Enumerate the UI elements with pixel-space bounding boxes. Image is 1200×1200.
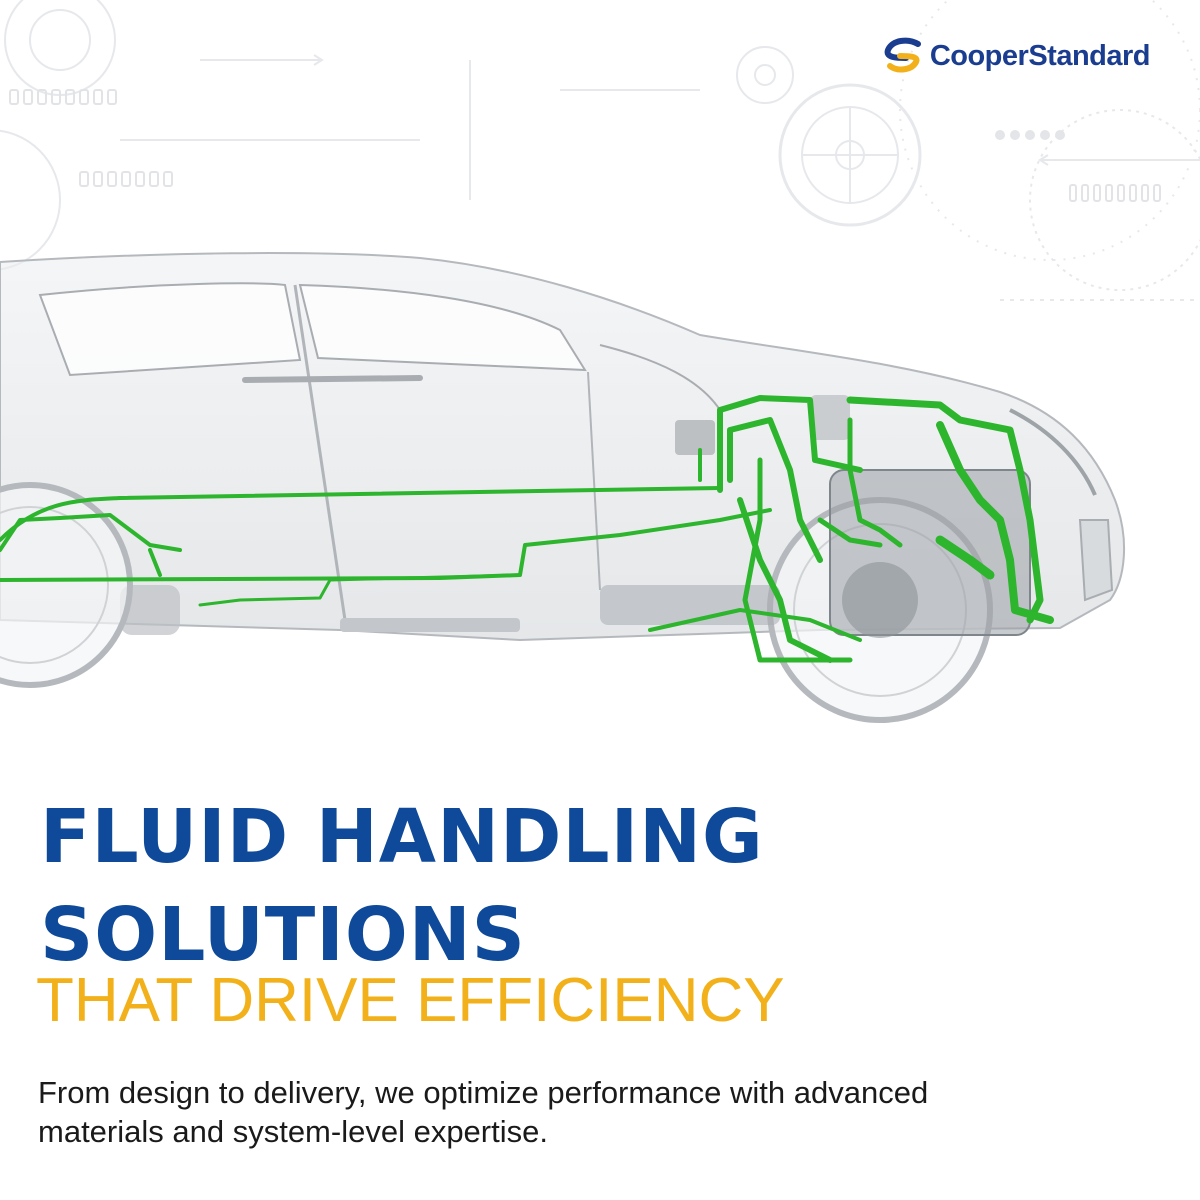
tech-background [0, 0, 1200, 301]
fluid-lines [0, 395, 1054, 663]
brand-logo[interactable]: CooperStandard [878, 36, 1151, 76]
subheadline: THAT DRIVE EFFICIENCY [36, 966, 785, 1035]
cooper-standard-swoosh-icon [884, 37, 921, 73]
headline: FLUID HANDLING SOLUTIONS [40, 788, 764, 984]
headline-line-1: FLUID HANDLING [40, 794, 764, 880]
car-fluid-system-illustration [0, 252, 1125, 723]
body-copy: From design to delivery, we optimize per… [38, 1075, 929, 1149]
headline-line-2: SOLUTIONS [40, 892, 526, 978]
brand-logo-text: CooperStandard [929, 39, 1151, 72]
